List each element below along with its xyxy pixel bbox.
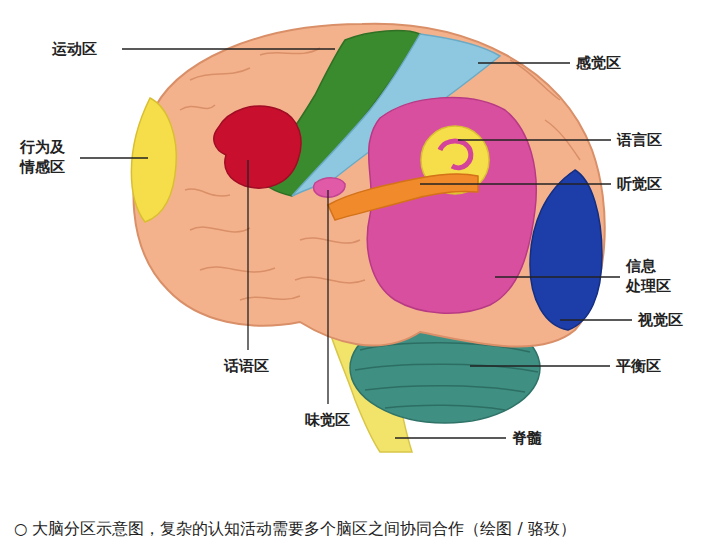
leader-lines bbox=[80, 49, 632, 438]
brain-part bbox=[240, 296, 300, 300]
brain-part bbox=[470, 365, 610, 366]
taste-region bbox=[314, 178, 345, 197]
brain-part bbox=[395, 437, 506, 438]
brain-part bbox=[190, 68, 250, 80]
brain-part bbox=[495, 276, 620, 277]
brain-part bbox=[327, 190, 328, 404]
part-label: 脊髓 bbox=[512, 428, 542, 448]
brain-part bbox=[458, 139, 611, 140]
behavior-region bbox=[131, 98, 176, 222]
brain-part bbox=[200, 267, 275, 272]
brain-part bbox=[122, 48, 335, 49]
brain-part bbox=[295, 277, 365, 283]
region-label: 信息 处理区 bbox=[626, 256, 673, 297]
auditory-region bbox=[328, 174, 478, 220]
region-label: 运动区 bbox=[52, 39, 97, 59]
brain-part bbox=[510, 60, 560, 100]
brain-part bbox=[365, 386, 525, 392]
region-label: 平衡区 bbox=[616, 356, 661, 376]
brain-part bbox=[478, 62, 570, 63]
brain-part bbox=[247, 160, 248, 350]
brain-part bbox=[80, 157, 148, 158]
region-label: 听觉区 bbox=[617, 174, 662, 194]
region-label: 话语区 bbox=[224, 356, 269, 376]
region-label: 视觉区 bbox=[638, 310, 683, 330]
brain-part bbox=[185, 189, 230, 196]
brain-part bbox=[560, 319, 632, 320]
visual-region bbox=[530, 170, 602, 330]
brain-part bbox=[385, 405, 505, 410]
gyri bbox=[180, 48, 580, 300]
region-label: 语言区 bbox=[617, 130, 662, 150]
region-label: 感觉区 bbox=[576, 53, 621, 73]
brain-part bbox=[190, 227, 250, 232]
region-label: 行为及 情感区 bbox=[20, 137, 67, 178]
language-spiral bbox=[440, 141, 471, 168]
figure-caption: ○ 大脑分区示意图，复杂的认知活动需要多个脑区之间协同合作（绘图 / 骆玫） bbox=[14, 519, 576, 540]
cerebellum-folds bbox=[355, 343, 538, 410]
speech-region bbox=[214, 106, 301, 188]
cerebrum bbox=[134, 24, 605, 347]
brain-part bbox=[180, 105, 215, 110]
brain-part bbox=[420, 183, 611, 184]
brain-part bbox=[300, 238, 360, 243]
region-label: 味觉区 bbox=[305, 410, 350, 430]
